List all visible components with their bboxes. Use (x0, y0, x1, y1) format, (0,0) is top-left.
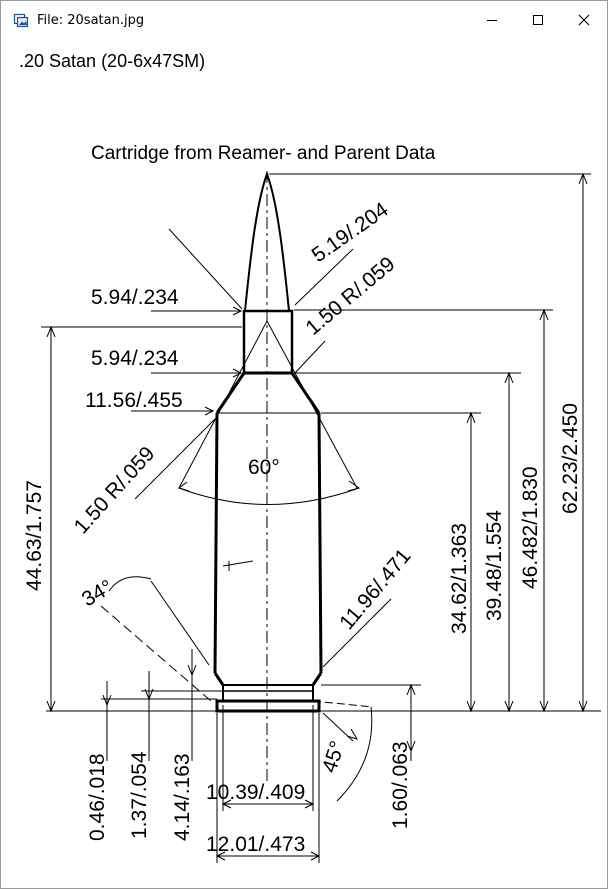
dim-rim-dia: 12.01/.473 (206, 833, 305, 856)
dim-shoulder-angle: 60° (248, 456, 280, 479)
dim-base-to-body: 4.14/.163 (171, 753, 194, 841)
image-viewer-icon (13, 13, 29, 28)
image-canvas[interactable]: .20 Satan (20-6x47SM) Cartridge from Rea… (3, 39, 605, 888)
dim-rim-height: 1.60/.063 (389, 741, 412, 829)
maximize-button[interactable] (515, 1, 561, 39)
maximize-icon (533, 15, 543, 25)
minimize-button[interactable] (469, 1, 515, 39)
dim-len-to-shoulder: 34.62/1.363 (448, 523, 471, 634)
cartridge-drawing: .20 Satan (20-6x47SM) Cartridge from Rea… (19, 51, 601, 863)
dim-body-dia: 11.96/.471 (335, 545, 415, 635)
dim-groove-dia: 10.39/.409 (206, 781, 305, 804)
drawing-heading: .20 Satan (20-6x47SM) (19, 51, 205, 71)
dim-shoulder-radius: 1.50 R/.059 (70, 442, 160, 538)
window-title: File: 20satan.jpg (37, 12, 145, 28)
dim-rim-thickness: 0.46/.018 (86, 753, 109, 841)
dim-neck-dia-top: 5.94/.234 (91, 286, 179, 309)
dim-throat-radius: 1.50 R/.059 (301, 252, 399, 339)
dim-shoulder-dia: 11.56/.455 (85, 389, 183, 412)
dim-bevel-angle: 45° (318, 738, 350, 775)
dim-taper-angle: 34° (78, 576, 117, 612)
minimize-icon (487, 20, 497, 21)
dim-overall-length: 62.23/2.450 (559, 403, 582, 514)
drawing-subtitle: Cartridge from Reamer- and Parent Data (91, 143, 436, 164)
dim-neck-dia-bottom: 5.94/.234 (91, 347, 179, 370)
dim-case-length: 46.482/1.830 (519, 466, 542, 589)
close-button[interactable] (561, 1, 607, 39)
dim-len-to-neck: 44.63/1.757 (23, 480, 46, 591)
close-icon (578, 14, 590, 26)
dim-len-to-neck-junction: 39.48/1.554 (483, 510, 506, 621)
drawing-lines (41, 171, 601, 863)
dim-groove-start: 1.37/.054 (128, 751, 151, 839)
title-bar[interactable]: File: 20satan.jpg (1, 1, 607, 39)
